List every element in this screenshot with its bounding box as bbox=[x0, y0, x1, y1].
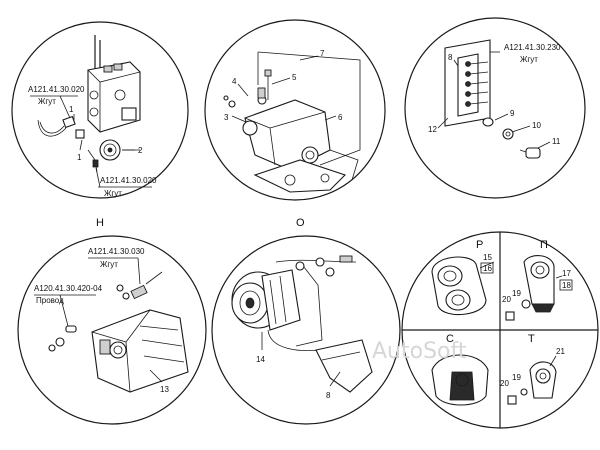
callout-20-Pi: 20 bbox=[502, 295, 511, 304]
view-top-left: А121.41.30.020 Жгут А121.41.30.020 Жгут … bbox=[11, 21, 189, 199]
callout-4: 4 bbox=[232, 77, 237, 86]
callout-3: 3 bbox=[224, 113, 229, 122]
view-title-P: Р bbox=[476, 239, 483, 251]
callout-8-O: 8 bbox=[326, 391, 331, 400]
callout-11: 11 bbox=[552, 137, 561, 146]
view-H: Н А121.41.30.030 Жгут А120.41.30.420-04 bbox=[17, 217, 207, 425]
callout-16: 16 bbox=[483, 264, 492, 273]
ref-code-030: А121.41.30.030 bbox=[88, 247, 145, 256]
view-circle bbox=[204, 19, 386, 201]
starter-motor-illustration bbox=[48, 271, 189, 393]
view-top-center: 7 4 5 3 6 bbox=[204, 19, 386, 201]
callout-10: 10 bbox=[532, 121, 541, 130]
callout-14: 14 bbox=[256, 355, 265, 364]
callout-1a: 1 bbox=[69, 105, 74, 114]
ref-name-030: Жгут bbox=[100, 260, 118, 269]
callout-6: 6 bbox=[338, 113, 343, 122]
callout-5: 5 bbox=[292, 73, 297, 82]
view-circle bbox=[11, 21, 189, 199]
view-circle bbox=[17, 235, 207, 425]
callout-2: 2 bbox=[138, 146, 143, 155]
ref-name-420: Провод bbox=[36, 296, 64, 305]
harness-connector-illustration bbox=[37, 115, 99, 173]
callout-16-box bbox=[480, 262, 494, 274]
ref-name-230: Жгут bbox=[520, 55, 538, 64]
ref-code-1: А121.41.30.020 bbox=[28, 85, 85, 94]
callout-8: 8 bbox=[448, 53, 453, 62]
view-title-Pi: П bbox=[540, 239, 548, 251]
bracket-P-illustration bbox=[431, 256, 487, 316]
valve-assembly-illustration bbox=[223, 51, 361, 193]
ref-code-230: А121.41.30.230 bbox=[504, 43, 561, 52]
view-O: О 14 8 bbox=[211, 217, 401, 425]
callout-12: 12 bbox=[428, 125, 437, 134]
callout-19-T: 19 bbox=[512, 373, 521, 382]
view-title-T: Т bbox=[528, 333, 535, 345]
terminal-block-illustration bbox=[444, 39, 541, 159]
view-quad: Р 15 16 П 17 18 20 19 С bbox=[401, 231, 599, 429]
view-title-C: С bbox=[446, 333, 454, 345]
view-title-O: О bbox=[296, 217, 305, 229]
callout-18-box bbox=[559, 279, 573, 291]
callout-1b: 1 bbox=[77, 153, 82, 162]
view-title-H: Н bbox=[96, 217, 104, 229]
callout-21: 21 bbox=[556, 347, 565, 356]
callout-19-Pi: 19 bbox=[512, 289, 521, 298]
ref-code-420: А120.41.30.420-04 bbox=[34, 284, 103, 293]
valve-block-illustration bbox=[87, 35, 141, 133]
callout-17: 17 bbox=[562, 269, 571, 278]
callout-15: 15 bbox=[483, 253, 492, 262]
view-top-right: А121.41.30.230 Жгут 8 9 10 11 12 bbox=[404, 17, 586, 199]
bracket-T-illustration bbox=[507, 361, 557, 405]
callout-9: 9 bbox=[510, 109, 515, 118]
bracket-C-illustration bbox=[431, 354, 489, 406]
callout-13: 13 bbox=[160, 385, 169, 394]
callout-20-T: 20 bbox=[500, 379, 509, 388]
callout-7: 7 bbox=[320, 49, 325, 58]
ref-code-2: А121.41.30.020 bbox=[100, 176, 157, 185]
sensor-2-illustration bbox=[99, 139, 140, 161]
ref-name-2: Жгут bbox=[104, 189, 122, 198]
alternator-illustration bbox=[231, 255, 373, 393]
ref-name-1: Жгут bbox=[38, 97, 56, 106]
callout-18: 18 bbox=[562, 281, 571, 290]
view-circle bbox=[211, 235, 401, 425]
watermark-text: AutoSoft bbox=[372, 339, 467, 364]
view-circle bbox=[404, 17, 586, 199]
bracket-Pi-illustration bbox=[505, 255, 555, 321]
